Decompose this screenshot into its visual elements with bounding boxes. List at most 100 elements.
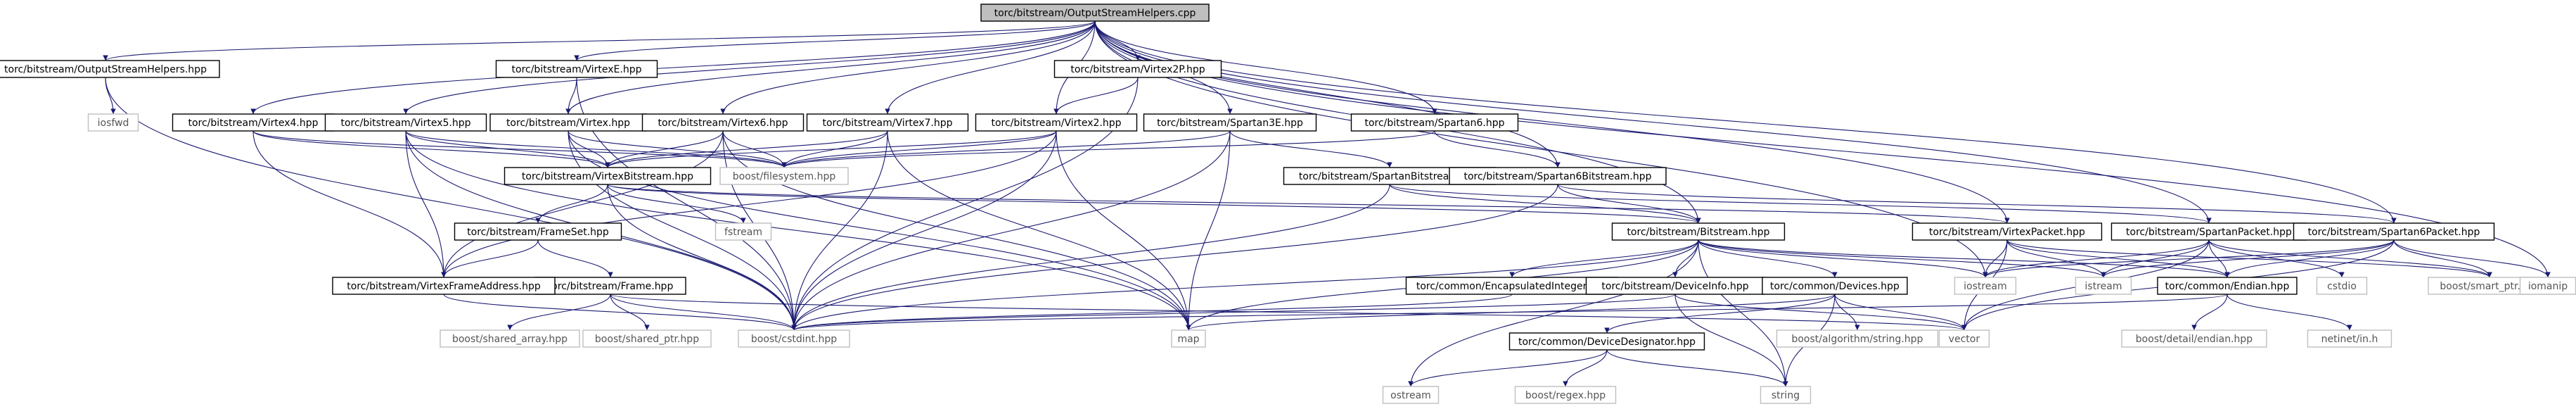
node-box bbox=[582, 329, 712, 348]
edge-root-to-s6 bbox=[1094, 20, 1437, 115]
edge-v6-to-vbs bbox=[605, 130, 724, 168]
node-map: map bbox=[1171, 329, 1206, 348]
node-v2[interactable]: torc/bitstream/Virtex2.hpp bbox=[975, 113, 1138, 132]
include-edge bbox=[1056, 130, 1191, 331]
edge-sbs-to-bs bbox=[1389, 184, 1701, 224]
include-edge bbox=[720, 20, 1096, 115]
node-label: torc/bitstream/OutputStreamHelpers.hpp bbox=[4, 64, 207, 75]
include-edge bbox=[568, 130, 787, 168]
node-box bbox=[1911, 222, 2103, 241]
node-dd[interactable]: torc/common/DeviceDesignator.hpp bbox=[1508, 332, 1705, 351]
include-edge bbox=[605, 130, 1057, 168]
edge-v5-to-vbs bbox=[405, 130, 610, 168]
node-fr[interactable]: torc/bitstream/Frame.hpp bbox=[534, 277, 686, 295]
node-label: iosfwd bbox=[98, 118, 129, 129]
edge-fr-to-sptr bbox=[610, 294, 650, 331]
node-label: torc/bitstream/FrameSet.hpp bbox=[467, 227, 609, 238]
edge-sp-to-cstdio bbox=[2208, 239, 2345, 278]
include-edge bbox=[791, 130, 888, 331]
node-vbs[interactable]: torc/bitstream/VirtexBitstream.hpp bbox=[504, 167, 712, 185]
node-bs[interactable]: torc/bitstream/Bitstream.hpp bbox=[1611, 222, 1786, 241]
node-label: boost/cstdint.hpp bbox=[751, 334, 837, 345]
node-v7[interactable]: torc/bitstream/Virtex7.hpp bbox=[806, 113, 969, 132]
include-edge bbox=[607, 184, 797, 331]
node-label: torc/bitstream/Virtex2P.hpp bbox=[1070, 64, 1205, 75]
node-vfa[interactable]: torc/bitstream/VirtexFrameAddress.hpp bbox=[332, 277, 556, 295]
node-s6bs[interactable]: torc/bitstream/Spartan6Bitstream.hpp bbox=[1449, 167, 1667, 185]
node-box bbox=[975, 113, 1138, 132]
edge-v2-to-map bbox=[1056, 130, 1191, 331]
include-edge bbox=[1094, 20, 1437, 115]
node-osh[interactable]: torc/bitstream/OutputStreamHelpers.hpp bbox=[0, 60, 220, 78]
node-end[interactable]: torc/common/Endian.hpp bbox=[2157, 277, 2298, 295]
include-edge bbox=[405, 130, 610, 168]
node-box bbox=[2307, 329, 2392, 348]
node-v6[interactable]: torc/bitstream/Virtex6.hpp bbox=[641, 113, 805, 132]
edge-root-to-osh bbox=[103, 20, 1096, 61]
include-edge bbox=[1698, 239, 2230, 278]
node-box bbox=[1776, 329, 1939, 348]
node-v2p[interactable]: torc/bitstream/Virtex2P.hpp bbox=[1053, 60, 1222, 78]
node-box bbox=[2157, 277, 2298, 295]
node-dev[interactable]: torc/common/Devices.hpp bbox=[1762, 277, 1908, 295]
node-box bbox=[1954, 277, 2017, 295]
node-fstream: fstream bbox=[715, 222, 772, 241]
node-fsys: boost/filesystem.hpp bbox=[719, 167, 849, 185]
node-label: boost/regex.hpp bbox=[1525, 390, 1606, 401]
node-vp[interactable]: torc/bitstream/VirtexPacket.hpp bbox=[1911, 222, 2103, 241]
edge-v7-to-vbs bbox=[605, 130, 888, 168]
include-edge bbox=[1389, 184, 2212, 224]
edge-bs-to-iostream bbox=[1698, 239, 1988, 278]
edge-v2-to-vbs bbox=[605, 130, 1057, 168]
edge-vbs-to-cstdint bbox=[607, 184, 797, 331]
edge-v2-to-vfa bbox=[441, 130, 1057, 278]
edge-root-to-vx bbox=[565, 20, 1096, 115]
edge-fr-to-sarr bbox=[507, 294, 611, 331]
edge-v2-to-cstdint bbox=[791, 130, 1057, 331]
include-edge bbox=[1408, 349, 1608, 387]
node-s6p[interactable]: torc/bitstream/Spartan6Packet.hpp bbox=[2293, 222, 2495, 241]
node-label: torc/bitstream/VirtexFrameAddress.hpp bbox=[347, 281, 541, 292]
node-label: ostream bbox=[1390, 390, 1431, 401]
include-edge bbox=[722, 130, 787, 168]
include-edge bbox=[605, 130, 888, 168]
node-fs[interactable]: torc/bitstream/FrameSet.hpp bbox=[454, 222, 622, 241]
edge-root-to-v2p bbox=[1094, 20, 1141, 61]
edge-end-to-netinet bbox=[2226, 294, 2352, 331]
edge-v2p-to-v2 bbox=[1053, 77, 1139, 115]
node-vx[interactable]: torc/bitstream/Virtex.hpp bbox=[489, 113, 647, 132]
node-box bbox=[495, 60, 658, 78]
edge-v4-to-vfa bbox=[252, 130, 447, 278]
node-sp[interactable]: torc/bitstream/SpartanPacket.hpp bbox=[2110, 222, 2307, 241]
node-s6[interactable]: torc/bitstream/Spartan6.hpp bbox=[1350, 113, 1519, 132]
node-label: string bbox=[1771, 390, 1800, 401]
edge-s3e-to-fsys bbox=[781, 130, 1231, 168]
node-v4[interactable]: torc/bitstream/Virtex4.hpp bbox=[172, 113, 335, 132]
include-edge bbox=[1698, 239, 2106, 278]
edge-sbs-to-sp bbox=[1389, 184, 2212, 224]
edge-vbs-to-vp bbox=[607, 184, 2010, 224]
include-edge bbox=[537, 239, 613, 278]
include-edge bbox=[1094, 20, 1988, 278]
edge-bs-to-istream bbox=[1698, 239, 2106, 278]
edge-root-to-v5 bbox=[403, 20, 1096, 115]
node-box bbox=[1585, 277, 1765, 295]
node-v5[interactable]: torc/bitstream/Virtex5.hpp bbox=[324, 113, 487, 132]
include-edge bbox=[791, 130, 1231, 331]
include-edge bbox=[1186, 130, 1231, 331]
node-label: boost/algorithm/string.hpp bbox=[1791, 334, 1923, 345]
include-edge bbox=[443, 294, 797, 331]
node-ve[interactable]: torc/bitstream/VirtexE.hpp bbox=[495, 60, 658, 78]
node-di[interactable]: torc/bitstream/DeviceInfo.hpp bbox=[1585, 277, 1765, 295]
node-box bbox=[489, 113, 647, 132]
node-label: torc/bitstream/DeviceInfo.hpp bbox=[1601, 281, 1748, 292]
node-istream: istream bbox=[2075, 277, 2132, 295]
node-root[interactable]: torc/bitstream/OutputStreamHelpers.cpp bbox=[980, 4, 1210, 22]
edge-vbs-to-fstream bbox=[607, 184, 746, 224]
include-edge bbox=[791, 239, 1699, 331]
node-algo: boost/algorithm/string.hpp bbox=[1776, 329, 1939, 348]
node-box bbox=[1514, 386, 1617, 404]
node-s3e[interactable]: torc/bitstream/Spartan3E.hpp bbox=[1143, 113, 1317, 132]
node-label: boost/detail/endian.hpp bbox=[2136, 334, 2253, 345]
